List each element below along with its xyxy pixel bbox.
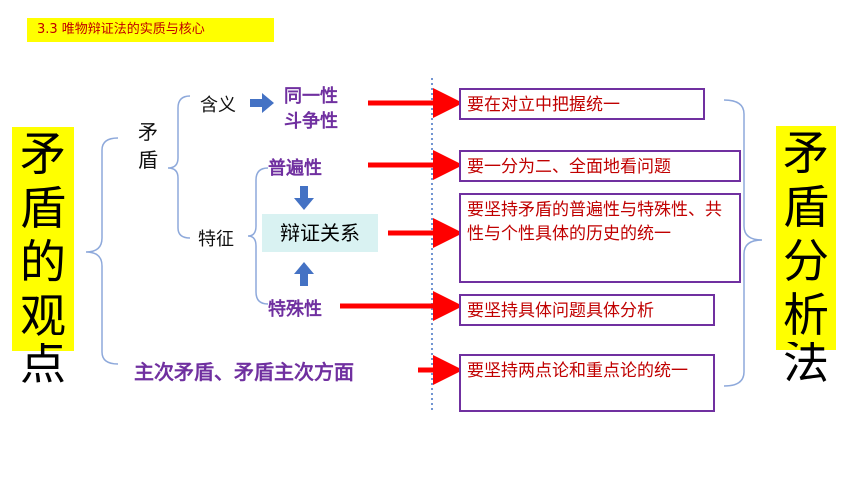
box-yifenweier: 要一分为二、全面地看问题	[459, 150, 741, 182]
maodun-bracket	[167, 95, 191, 239]
blue-arrow-right	[250, 93, 274, 113]
node-zhuci: 主次矛盾、矛盾主次方面	[134, 360, 354, 384]
node-tongyixing: 同一性	[284, 86, 338, 107]
right-title-char: 矛	[783, 126, 829, 180]
box-juti-fenxi: 要坚持具体问题具体分析	[459, 294, 715, 326]
box-duili-tongyi: 要在对立中把握统一	[459, 88, 705, 120]
node-tezheng: 特征	[198, 229, 234, 250]
node-pubianxing: 普遍性	[268, 158, 322, 179]
node-hanyi: 含义	[200, 95, 236, 116]
blue-arrow-down	[294, 186, 314, 210]
right-title-char: 法	[783, 342, 829, 382]
right-title-char: 盾	[783, 180, 829, 234]
node-douzhengxing: 斗争性	[284, 111, 338, 132]
left-main-bracket	[85, 137, 119, 365]
left-vertical-title: 矛 盾 的 观 点	[12, 127, 74, 383]
right-title-char: 析	[783, 288, 829, 342]
right-main-bracket	[723, 99, 763, 387]
box-liangdian-zhongdian: 要坚持两点论和重点论的统一	[459, 354, 715, 412]
left-title-char: 的	[20, 235, 66, 289]
node-maodun: 矛 盾	[138, 120, 158, 172]
box-pubian-teshu: 要坚持矛盾的普遍性与特殊性、共性与个性具体的历史的统一	[459, 193, 741, 283]
node-dialectic-relation: 辩证关系	[262, 214, 378, 252]
left-title-char: 观	[20, 289, 66, 343]
left-title-char: 点	[20, 343, 66, 383]
right-title-char: 分	[783, 234, 829, 288]
blue-arrow-up	[294, 262, 314, 286]
left-title-char: 盾	[20, 181, 66, 235]
section-tag: 3.3 唯物辩证法的实质与核心	[27, 18, 274, 42]
tezheng-bracket	[247, 167, 269, 305]
node-teshuxing: 特殊性	[268, 299, 322, 320]
right-vertical-title: 矛 盾 分 析 法	[776, 126, 836, 382]
left-title-char: 矛	[20, 127, 66, 181]
